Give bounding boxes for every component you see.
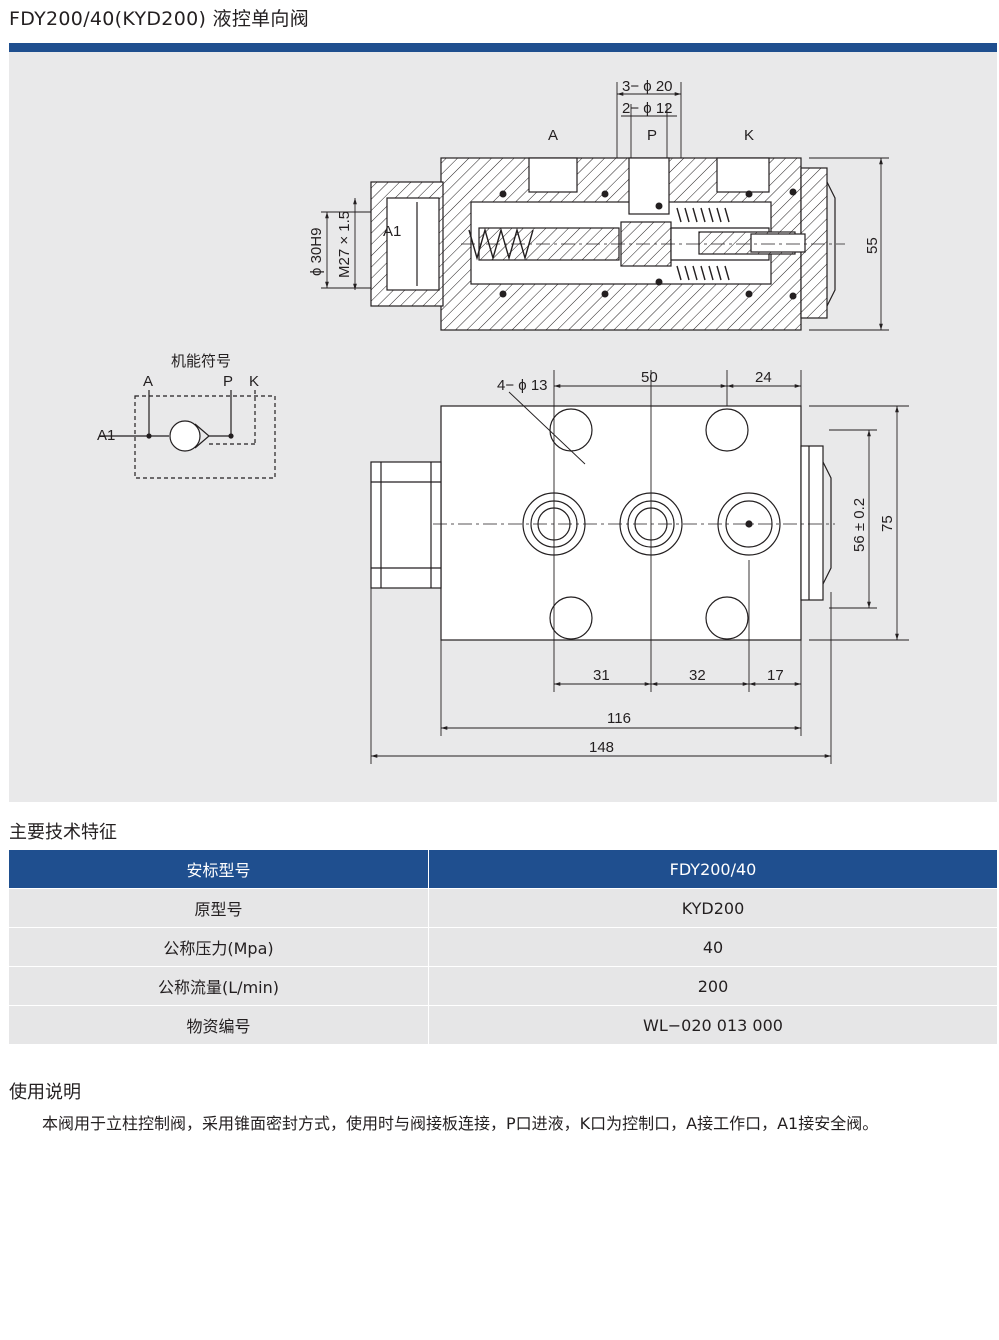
table-row: 物资编号 WL−020 013 000 (9, 1005, 997, 1044)
dim-2phi12-label: 2− ϕ 12 (622, 100, 673, 117)
row-label: 原型号 (9, 888, 429, 928)
dim-116-label: 116 (607, 710, 631, 727)
port-a1-label: A1 (383, 223, 401, 240)
row-label: 公称流量(L/min) (9, 966, 429, 1006)
dim-32-label: 32 (689, 667, 706, 684)
dim-55-label: 55 (864, 237, 881, 254)
port-p-label: P (647, 127, 657, 144)
dim-3phi20-label: 3− ϕ 20 (622, 78, 673, 95)
table-row: 原型号 KYD200 (9, 888, 997, 928)
symbol-title: 机能符号 (171, 353, 231, 370)
technical-drawing-panel: 3− ϕ 20 2− ϕ 12 A P K A1 ϕ 30H9 M27 × 1.… (9, 52, 997, 802)
spec-table-header: 安标型号 FDY200/40 (9, 850, 997, 889)
usage-heading: 使用说明 (9, 1082, 81, 1103)
spec-table: 安标型号 FDY200/40 原型号 KYD200 公称压力(Mpa) 40 公… (9, 850, 997, 1044)
function-symbol (99, 390, 276, 479)
specs-heading: 主要技术特征 (9, 822, 117, 843)
row-label: 公称压力(Mpa) (9, 927, 429, 967)
header-model-label: 安标型号 (9, 850, 429, 889)
section-view (370, 157, 845, 331)
dim-50-label: 50 (641, 369, 658, 386)
row-value: 40 (428, 927, 997, 967)
plan-view (370, 405, 835, 641)
dim-148-label: 148 (589, 739, 614, 756)
dim-56-label: 56 ± 0.2 (851, 498, 868, 552)
plan-dimensions (370, 370, 909, 764)
symbol-port-p: P (223, 373, 233, 390)
row-label: 物资编号 (9, 1005, 429, 1044)
symbol-port-k: K (249, 373, 259, 390)
dim-m27-label: M27 × 1.5 (336, 211, 353, 278)
page-title: FDY200/40(KYD200) 液控单向阀 (9, 8, 310, 30)
dim-17-label: 17 (767, 667, 784, 684)
row-value: WL−020 013 000 (428, 1005, 997, 1044)
dim-24-label: 24 (755, 369, 772, 386)
dim-31-label: 31 (593, 667, 610, 684)
technical-drawing: 3− ϕ 20 2− ϕ 12 A P K A1 ϕ 30H9 M27 × 1.… (97, 78, 909, 764)
dim-phi30h9-label: ϕ 30H9 (308, 228, 325, 276)
symbol-port-a: A (143, 373, 153, 390)
dim-75-label: 75 (879, 515, 896, 532)
usage-text: 本阀用于立柱控制阀，采用锥面密封方式，使用时与阀接板连接，P口进液，K口为控制口… (42, 1114, 879, 1133)
port-a-label: A (548, 127, 558, 144)
row-value: KYD200 (428, 888, 997, 928)
header-model-value: FDY200/40 (428, 850, 997, 889)
title-divider-bar (9, 43, 997, 52)
dim-4phi13-label: 4− ϕ 13 (497, 377, 548, 394)
table-row: 公称压力(Mpa) 40 (9, 927, 997, 967)
symbol-port-a1: A1 (97, 427, 115, 444)
port-k-label: K (744, 127, 754, 144)
table-row: 公称流量(L/min) 200 (9, 966, 997, 1006)
row-value: 200 (428, 966, 997, 1006)
section-dimensions (321, 82, 889, 331)
